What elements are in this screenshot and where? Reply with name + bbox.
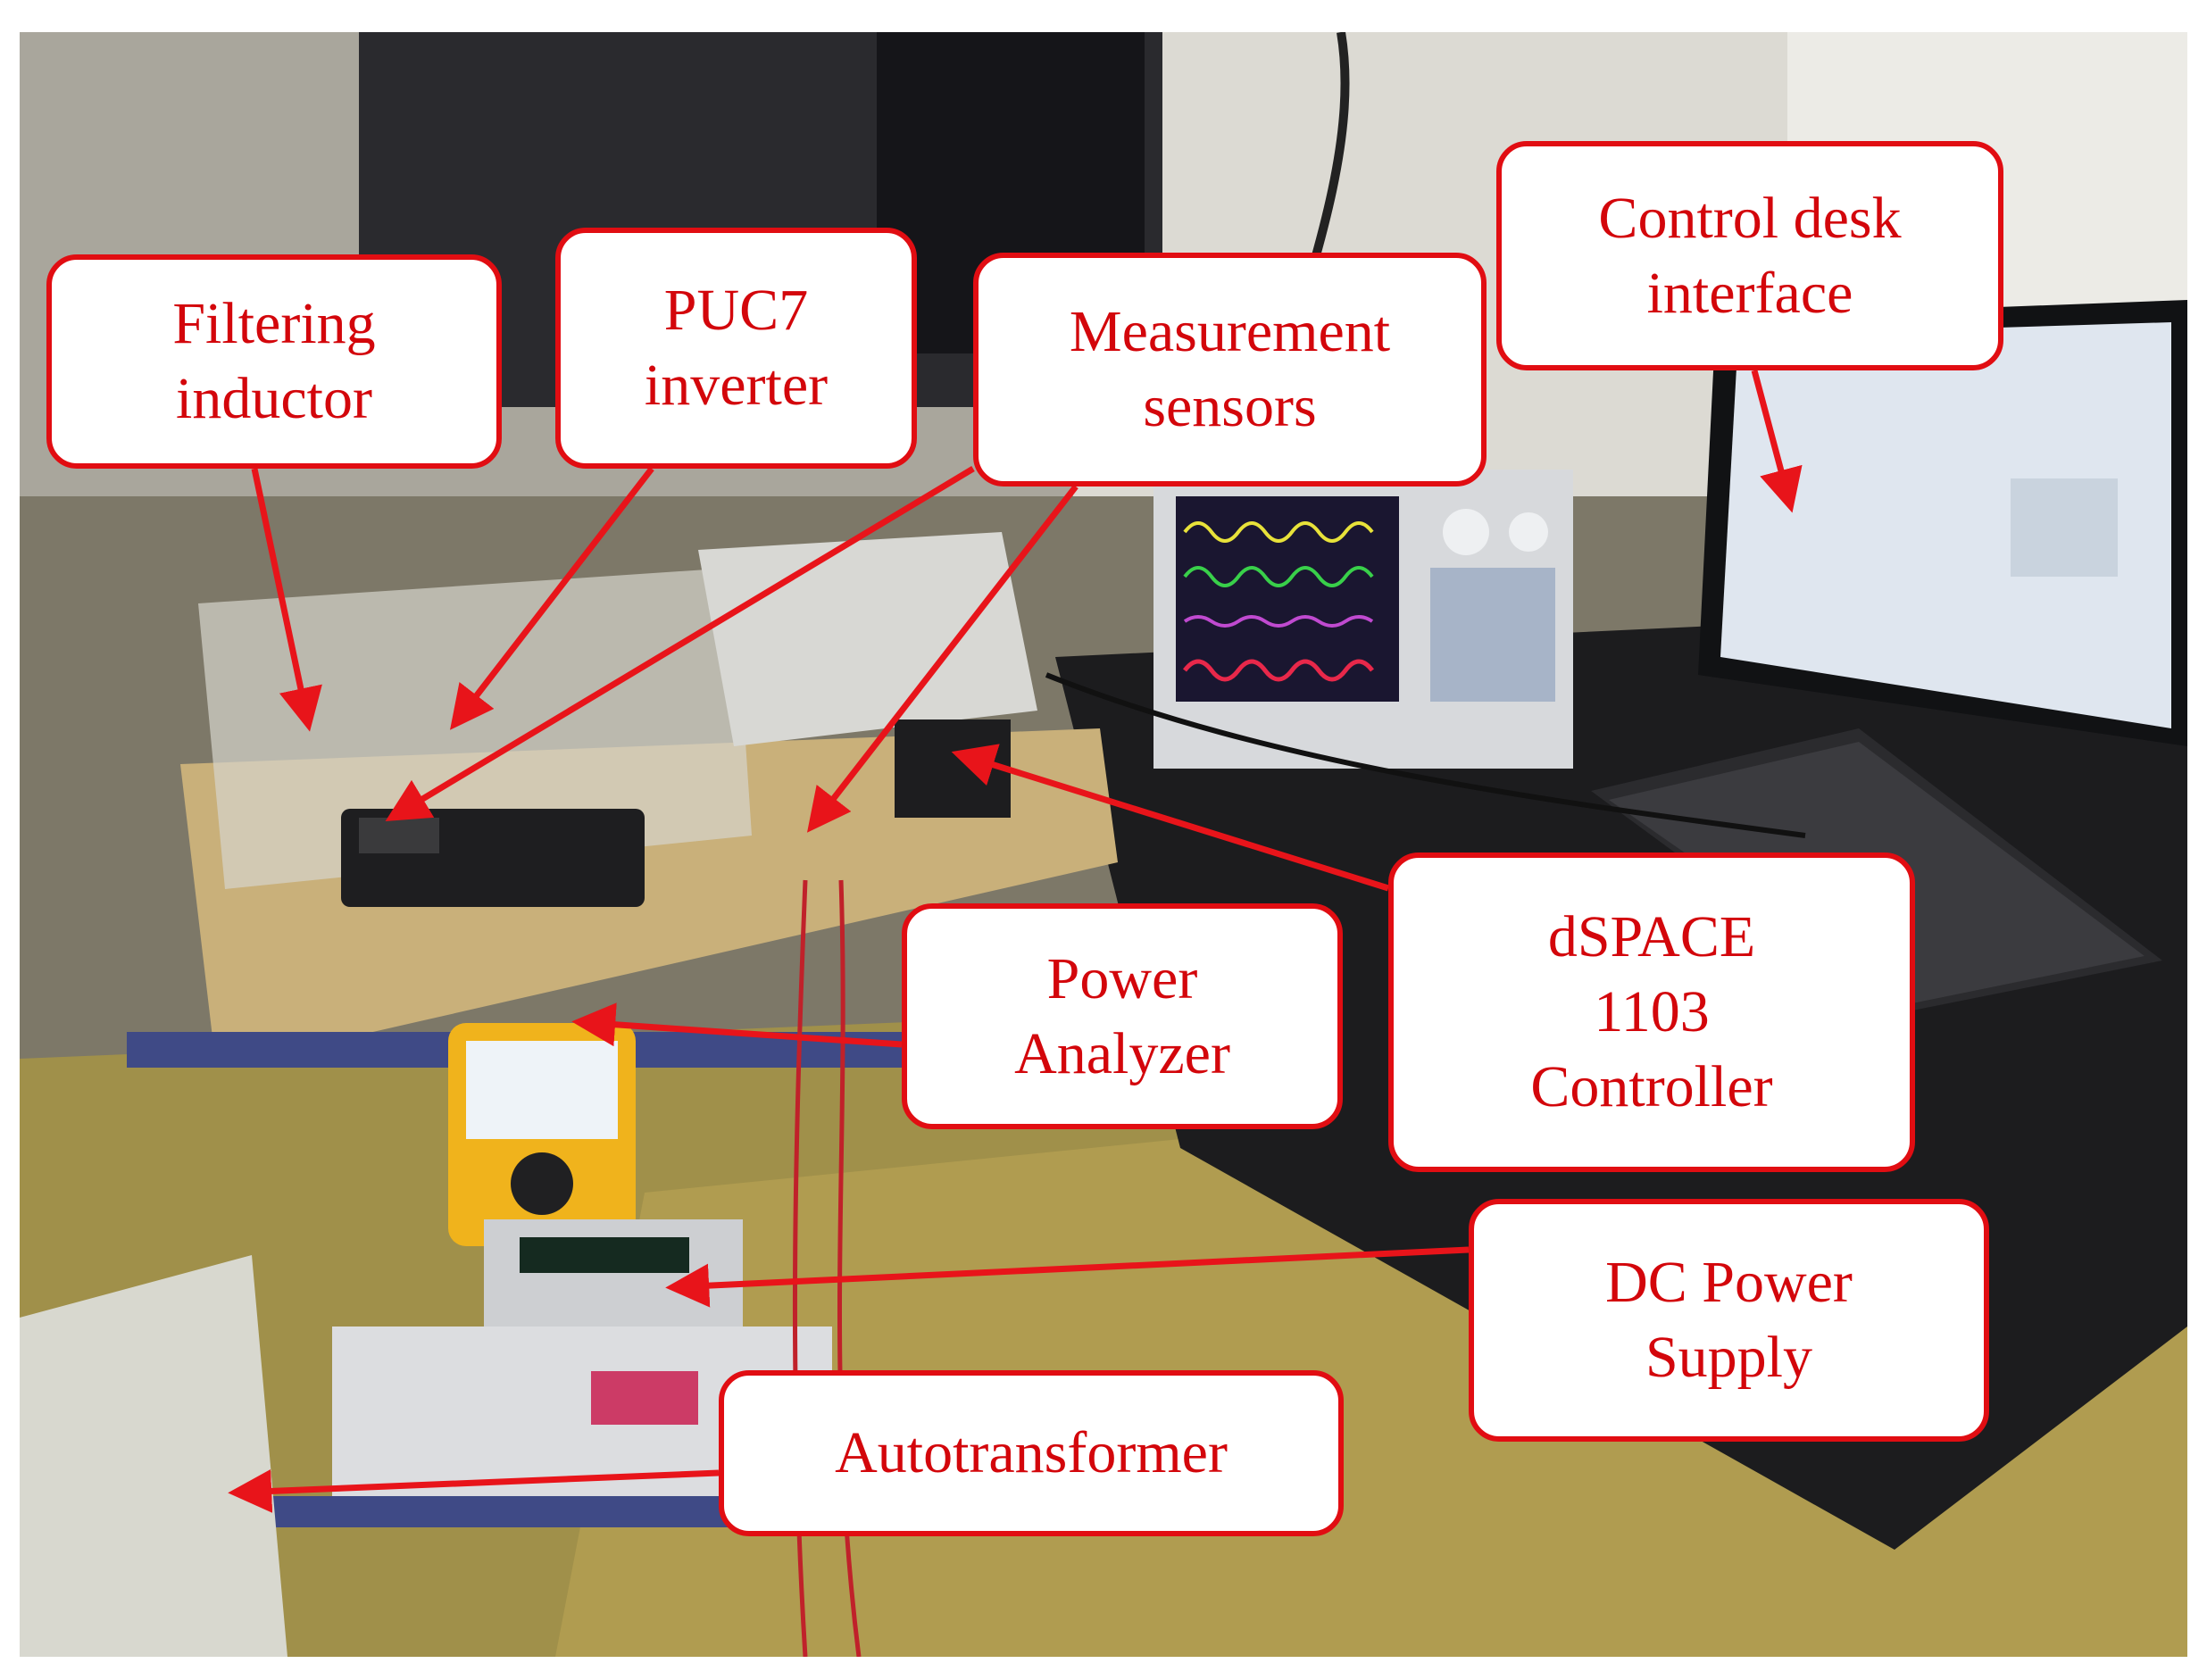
dspace-line-3: Controller bbox=[1530, 1054, 1773, 1119]
autotransformer-label: Autotransformer bbox=[835, 1420, 1228, 1485]
callout-filtering-inductor: Filtering inductor bbox=[46, 254, 502, 469]
callout-control-desk-interface: Control desk interface bbox=[1496, 141, 2003, 370]
measurement-sensors-line-1: Measurement bbox=[1069, 299, 1391, 364]
control-desk-line-1: Control desk bbox=[1598, 185, 1902, 251]
puc7-inverter-line-2: inverter bbox=[644, 353, 829, 418]
dc-power-supply-line-2: Supply bbox=[1645, 1325, 1813, 1390]
filtering-inductor-line-1: Filtering bbox=[172, 291, 376, 356]
filtering-inductor-line-2: inductor bbox=[176, 366, 372, 431]
callout-measurement-sensors: Measurement sensors bbox=[973, 253, 1487, 487]
measurement-sensors-line-2: sensors bbox=[1143, 374, 1317, 439]
dc-power-supply-line-1: DC Power bbox=[1605, 1250, 1853, 1315]
dspace-line-2: 1103 bbox=[1594, 979, 1710, 1044]
puc7-inverter-line-1: PUC7 bbox=[663, 278, 809, 343]
power-analyzer-line-2: Analyzer bbox=[1014, 1020, 1230, 1086]
callout-power-analyzer: Power Analyzer bbox=[902, 903, 1343, 1129]
dspace-line-1: dSPACE bbox=[1547, 904, 1756, 969]
callout-puc7-inverter: PUC7 inverter bbox=[555, 228, 917, 469]
callout-autotransformer: Autotransformer bbox=[719, 1370, 1344, 1536]
callout-dc-power-supply: DC Power Supply bbox=[1469, 1199, 1989, 1442]
control-desk-line-2: interface bbox=[1646, 260, 1853, 326]
power-analyzer-line-1: Power bbox=[1046, 945, 1198, 1011]
callout-dspace-controller: dSPACE 1103 Controller bbox=[1388, 852, 1915, 1172]
